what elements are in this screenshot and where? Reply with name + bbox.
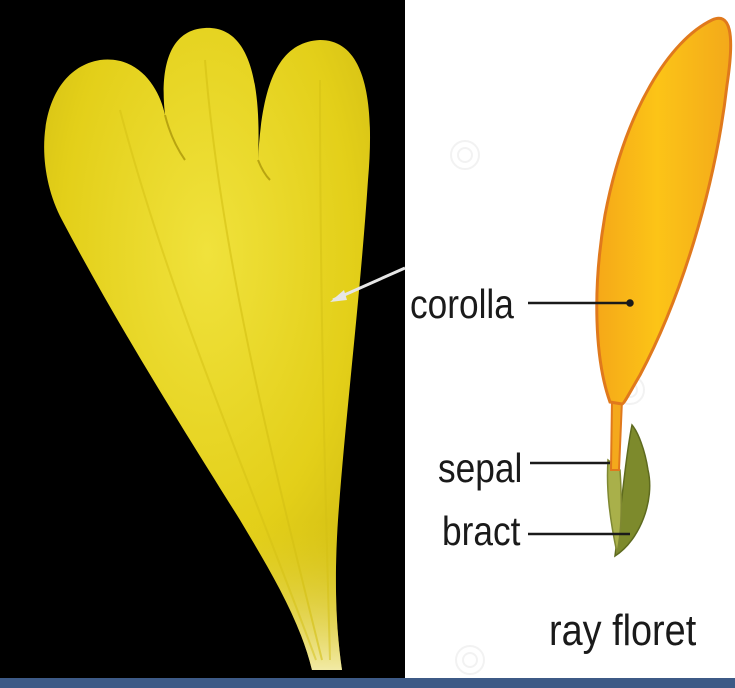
- bract-label: bract: [442, 508, 520, 555]
- corolla-leader-dot: [628, 301, 633, 306]
- corolla-label: corolla: [410, 281, 514, 328]
- floret-illustration: [597, 18, 731, 556]
- petal-photo: [0, 0, 405, 688]
- watermark-swirl: [463, 653, 477, 667]
- watermark-swirl: [458, 148, 472, 162]
- footer-bar: [0, 678, 735, 688]
- corolla-tube: [611, 400, 622, 470]
- watermark-swirl: [451, 141, 479, 169]
- sepal-label: sepal: [438, 445, 522, 492]
- watermark-swirl: [456, 646, 484, 674]
- corolla-shape: [597, 18, 731, 404]
- sepal-shape: [607, 460, 621, 553]
- diagram-caption: ray floret: [549, 606, 696, 656]
